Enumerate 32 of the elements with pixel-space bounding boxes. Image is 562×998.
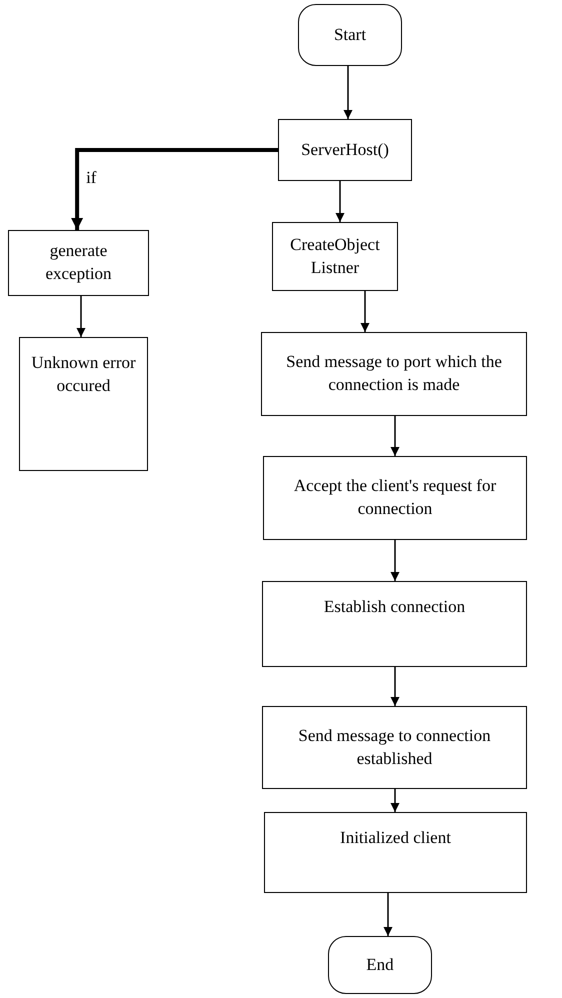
node-text: Send message to connection established — [297, 724, 492, 770]
arrow — [71, 148, 278, 230]
process-box — [261, 332, 527, 416]
arrow — [76, 296, 86, 337]
node-text: ServerHost() — [301, 138, 389, 161]
node-text: Unknown error occured — [30, 352, 137, 397]
arrow — [336, 181, 344, 222]
node-text: Initialized client — [340, 827, 451, 849]
arrow — [390, 667, 400, 706]
arrow — [384, 893, 392, 936]
node-text: Send message to port which the connection is made — [285, 351, 503, 396]
arrow — [344, 66, 352, 119]
node-text: Accept the client's request for connection — [292, 475, 498, 520]
arrow — [390, 416, 400, 456]
process-box — [262, 581, 527, 667]
node-text: Start — [334, 24, 366, 46]
arrow — [360, 291, 370, 332]
arrow — [390, 789, 400, 812]
node-text: generate exception — [44, 240, 113, 285]
process-box — [278, 119, 412, 181]
node-text: End — [366, 954, 394, 976]
process-box — [262, 706, 527, 789]
process-box — [8, 230, 149, 296]
terminal-box — [328, 936, 432, 994]
arrow — [390, 540, 400, 581]
process-box — [263, 456, 527, 540]
terminal-box — [298, 4, 402, 66]
process-box — [264, 812, 527, 893]
node-text: CreateObject Listner — [289, 234, 381, 278]
node-text: Establish connection — [324, 596, 466, 618]
process-box — [19, 337, 148, 471]
process-box — [272, 222, 398, 291]
